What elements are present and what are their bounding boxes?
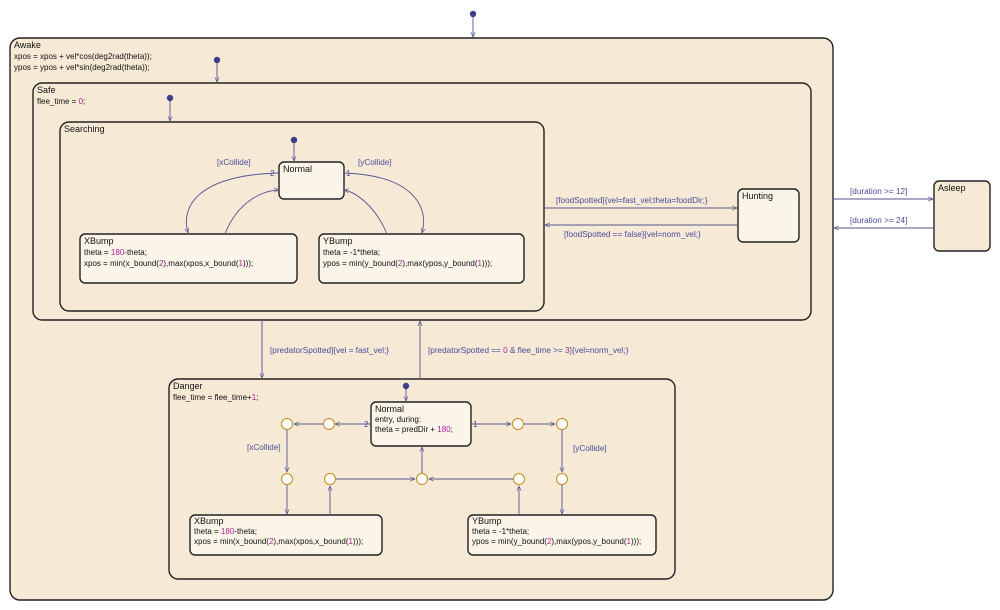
default-transition-danger-normal (402, 382, 410, 401)
label-food-lost: [foodSpotted == false]{vel=norm_vel;} (564, 230, 701, 239)
transition-xbump-to-normal[interactable] (224, 190, 279, 235)
state-normal-title: Normal (283, 164, 312, 174)
state-danger-xbump-action-2: xpos = min(x_bound(2),max(xpos,x_bound(1… (194, 537, 363, 546)
junction (281, 418, 293, 430)
label-predator-spotted: [predatorSpotted]{vel = fast_vel;} (270, 346, 389, 355)
junction (324, 473, 336, 485)
state-searching-title: Searching (64, 124, 105, 134)
state-danger-title: Danger (173, 381, 203, 391)
default-transition-searching (166, 94, 174, 121)
default-transition-awake (469, 10, 477, 37)
state-ybump-action-2: ypos = min(y_bound(2),max(ypos,y_bound(1… (323, 259, 492, 268)
state-asleep-title: Asleep (938, 183, 966, 193)
state-danger-action: flee_time = flee_time+1; (173, 393, 258, 402)
state-danger-ybump-action-2: ypos = min(y_bound(2),max(ypos,y_bound(1… (472, 537, 641, 546)
state-safe-action: flee_time = 0; (37, 97, 85, 106)
label-food-spotted: [foodSpotted]{vel=fast_vel;theta=foodDir… (556, 196, 708, 205)
label-search-order-y: 1 (346, 169, 351, 178)
junction (556, 418, 568, 430)
state-danger-ybump-action-1: theta = -1*theta; (472, 527, 529, 536)
label-danger-xcollide: [xCollide] (247, 443, 281, 452)
state-awake-action-2: ypos = ypos + vel*sin(deg2rad(theta)); (14, 63, 150, 72)
transition-normal-to-xbump[interactable] (186, 172, 280, 233)
danger-junction-network (281, 418, 568, 515)
junction (323, 418, 335, 430)
state-ybump[interactable]: YBump theta = -1*theta; ypos = min(y_bou… (318, 233, 525, 284)
state-xbump-title: XBump (84, 236, 114, 246)
state-hunting-title: Hunting (742, 191, 773, 201)
default-transition-normal (290, 136, 298, 161)
transition-ybump-to-normal[interactable] (344, 190, 388, 235)
state-danger-xbump[interactable]: XBump theta = 180-theta; xpos = min(x_bo… (189, 514, 383, 556)
state-danger-xbump-action-1: theta = 180-theta; (194, 527, 257, 536)
state-xbump[interactable]: XBump theta = 180-theta; xpos = min(x_bo… (79, 233, 298, 284)
junction (281, 473, 293, 485)
state-asleep[interactable]: Asleep (933, 180, 991, 252)
label-predator-gone: [predatorSpotted == 0 & flee_time >= 3]{… (428, 346, 629, 355)
state-danger-normal-title: Normal (375, 404, 404, 414)
state-awake-title: Awake (14, 40, 41, 50)
junction (556, 473, 568, 485)
label-search-ycollide: [yCollide] (358, 158, 392, 167)
label-search-xcollide: [xCollide] (217, 158, 251, 167)
state-ybump-action-1: theta = -1*theta; (323, 248, 380, 257)
state-awake-action-1: xpos = xpos + vel*cos(deg2rad(theta)); (14, 52, 152, 61)
state-danger-xbump-title: XBump (194, 516, 224, 526)
label-search-order-x: 2 (270, 169, 275, 178)
state-danger-normal-action-2: theta = predDir + 180; (375, 425, 453, 434)
state-safe-title: Safe (37, 85, 56, 95)
state-xbump-action-2: xpos = min(x_bound(2),max(xpos,x_bound(1… (84, 259, 253, 268)
junction (513, 473, 525, 485)
state-danger-ybump-title: YBump (472, 516, 502, 526)
label-duration-24: [duration >= 24] (850, 216, 907, 225)
state-normal[interactable]: Normal (278, 161, 345, 200)
state-xbump-action-1: theta = 180-theta; (84, 248, 147, 257)
label-danger-ycollide: [yCollide] (573, 444, 607, 453)
state-hunting[interactable]: Hunting (737, 188, 800, 243)
state-danger-normal-action-1: entry, during: (375, 415, 421, 424)
label-danger-order-x: 2 (364, 420, 369, 429)
junction (512, 418, 524, 430)
default-transition-safe (213, 56, 221, 82)
state-danger-normal[interactable]: Normal entry, during: theta = predDir + … (370, 401, 472, 447)
junction (416, 473, 428, 485)
transition-normal-to-ybump[interactable] (343, 172, 424, 233)
state-danger-ybump[interactable]: YBump theta = -1*theta; ypos = min(y_bou… (467, 514, 657, 556)
label-duration-12: [duration >= 12] (850, 187, 907, 196)
label-danger-order-y: 1 (473, 420, 478, 429)
state-ybump-title: YBump (323, 236, 353, 246)
